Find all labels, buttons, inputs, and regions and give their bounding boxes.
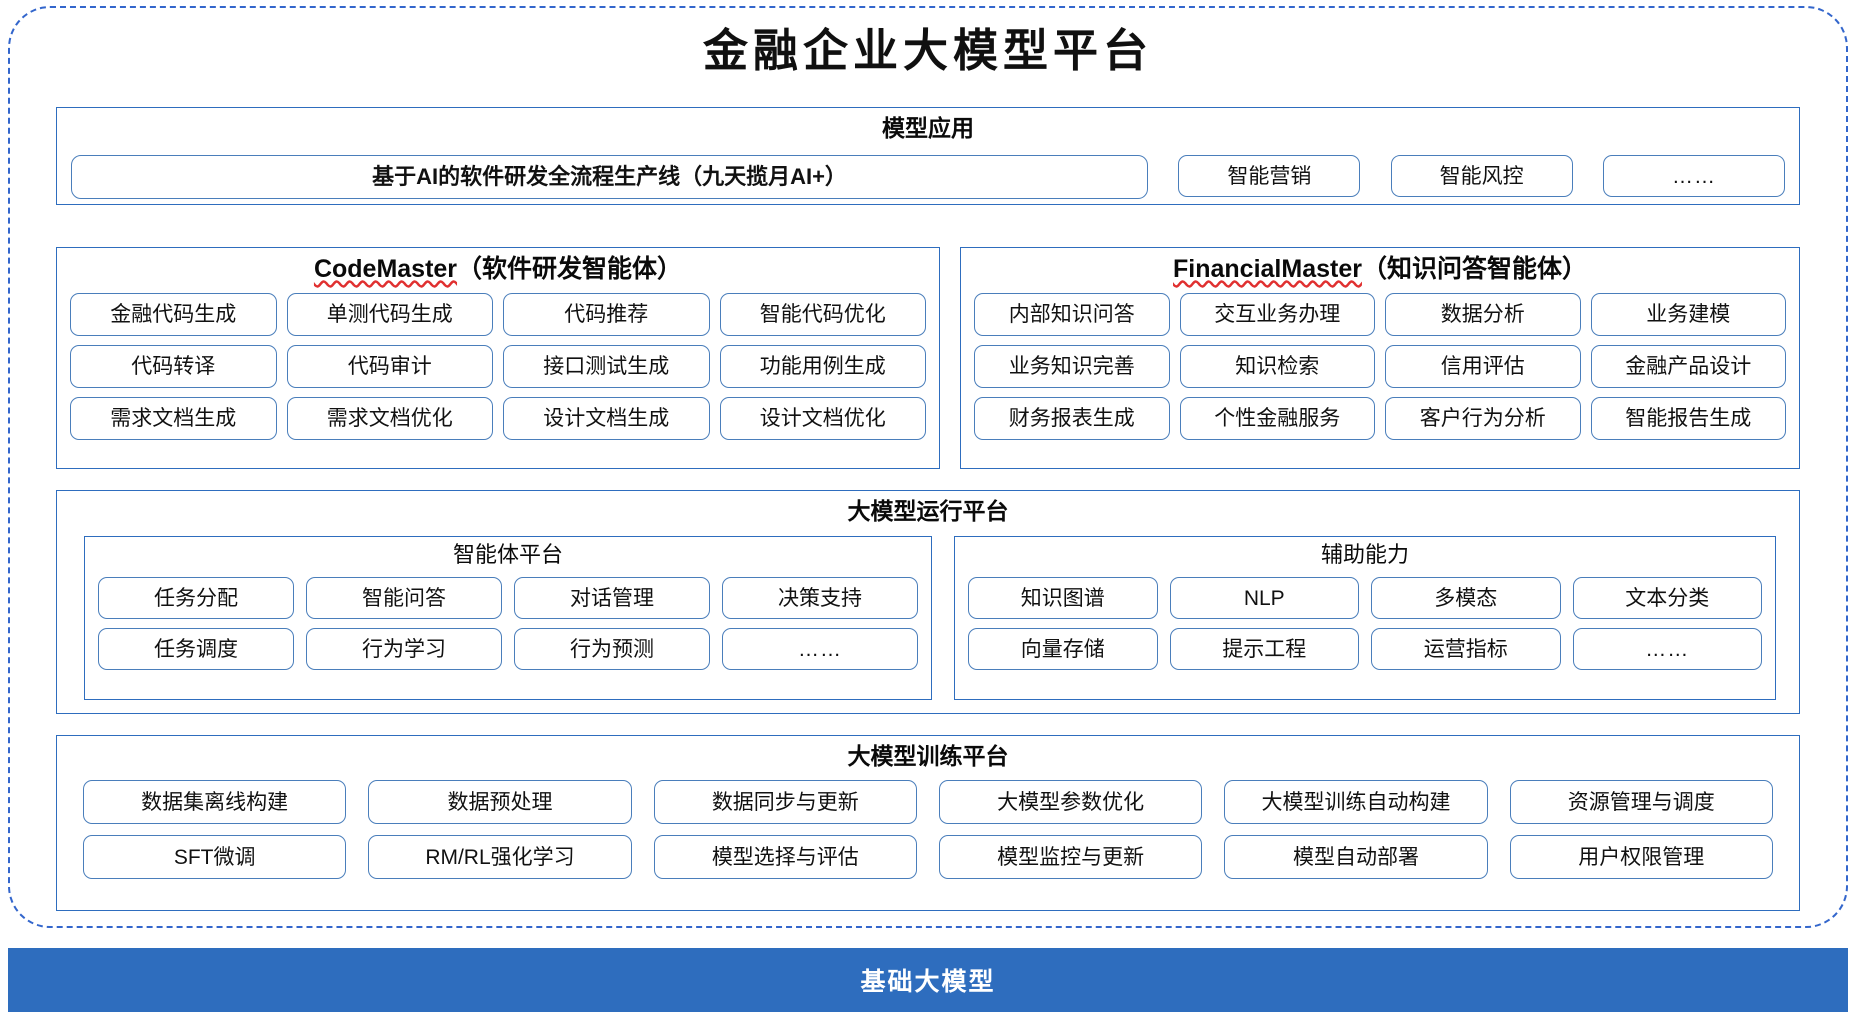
code-master-row-1: 金融代码生成 单测代码生成 代码推荐 智能代码优化 <box>70 293 926 336</box>
chip-model-auto-deploy[interactable]: 模型自动部署 <box>1224 835 1488 879</box>
app-chip-ai-rd-pipeline[interactable]: 基于AI的软件研发全流程生产线（九天揽月AI+） <box>71 155 1148 199</box>
code-master-grid: 金融代码生成 单测代码生成 代码推荐 智能代码优化 代码转译 代码审计 接口测试… <box>70 293 926 440</box>
app-chip-smart-marketing[interactable]: 智能营销 <box>1178 155 1361 197</box>
chip-api-test-gen[interactable]: 接口测试生成 <box>503 345 710 388</box>
chip-financial-code-gen[interactable]: 金融代码生成 <box>70 293 277 336</box>
section-title-financial-master: FinancialMaster（知识问答智能体） <box>961 255 1799 284</box>
chip-smart-qa[interactable]: 智能问答 <box>306 577 502 619</box>
chip-code-recommendation[interactable]: 代码推荐 <box>503 293 710 336</box>
chip-dataset-offline-build[interactable]: 数据集离线构建 <box>83 780 347 824</box>
financial-master-row-2: 业务知识完善 知识检索 信用评估 金融产品设计 <box>974 345 1786 388</box>
chip-knowledge-graph[interactable]: 知识图谱 <box>968 577 1158 619</box>
chip-agent-platform-more[interactable]: …… <box>722 628 918 670</box>
chip-behavior-prediction[interactable]: 行为预测 <box>514 628 710 670</box>
chip-nlp[interactable]: NLP <box>1169 577 1359 619</box>
code-master-suffix: （软件研发智能体） <box>457 255 683 283</box>
page-title: 金融企业大模型平台 <box>702 24 1153 77</box>
chip-task-allocation[interactable]: 任务分配 <box>98 577 294 619</box>
chip-data-sync-update[interactable]: 数据同步与更新 <box>653 780 917 824</box>
chip-smart-code-optimization[interactable]: 智能代码优化 <box>719 293 926 336</box>
chip-design-doc-opt[interactable]: 设计文档优化 <box>719 397 926 440</box>
section-runtime-platform: 大模型运行平台 智能体平台 任务分配 智能问答 对话管理 决策支持 任务调度 行… <box>56 490 1800 714</box>
agent-platform-row-1: 任务分配 智能问答 对话管理 决策支持 <box>98 577 918 619</box>
chip-resource-management-scheduling[interactable]: 资源管理与调度 <box>1509 780 1773 824</box>
chip-code-audit[interactable]: 代码审计 <box>286 345 493 388</box>
chip-user-permission-management[interactable]: 用户权限管理 <box>1509 835 1773 879</box>
section-model-applications: 模型应用 基于AI的软件研发全流程生产线（九天揽月AI+） 智能营销 智能风控 … <box>56 107 1800 205</box>
section-financial-master: FinancialMaster（知识问答智能体） 内部知识问答 交互业务办理 数… <box>960 247 1800 469</box>
financial-master-row-3: 财务报表生成 个性金融服务 客户行为分析 智能报告生成 <box>974 397 1786 440</box>
chip-customer-behavior-analysis[interactable]: 客户行为分析 <box>1385 397 1581 440</box>
section-training-platform: 大模型训练平台 数据集离线构建 数据预处理 数据同步与更新 大模型参数优化 大模… <box>56 735 1800 911</box>
chip-prompt-engineering[interactable]: 提示工程 <box>1169 628 1359 670</box>
financial-master-name: FinancialMaster <box>1173 255 1362 283</box>
chip-model-selection-evaluation[interactable]: 模型选择与评估 <box>653 835 917 879</box>
subsection-title-agent-platform: 智能体平台 <box>452 542 563 567</box>
agent-platform-grid: 任务分配 智能问答 对话管理 决策支持 任务调度 行为学习 行为预测 …… <box>98 577 918 670</box>
chip-operation-metrics[interactable]: 运营指标 <box>1371 628 1561 670</box>
chip-requirement-doc-opt[interactable]: 需求文档优化 <box>286 397 493 440</box>
chip-rm-rl-reinforcement[interactable]: RM/RL强化学习 <box>368 835 632 879</box>
chip-financial-product-design[interactable]: 金融产品设计 <box>1590 345 1786 388</box>
chip-data-analysis[interactable]: 数据分析 <box>1385 293 1581 336</box>
section-title-code-master: CodeMaster（软件研发智能体） <box>57 255 939 284</box>
chip-vector-store[interactable]: 向量存储 <box>968 628 1158 670</box>
chip-behavior-learning[interactable]: 行为学习 <box>306 628 502 670</box>
chip-model-param-optimization[interactable]: 大模型参数优化 <box>938 780 1203 824</box>
aux-capability-grid: 知识图谱 NLP 多模态 文本分类 向量存储 提示工程 运营指标 …… <box>968 577 1762 670</box>
chip-requirement-doc-gen[interactable]: 需求文档生成 <box>70 397 277 440</box>
chip-knowledge-retrieval[interactable]: 知识检索 <box>1179 345 1375 388</box>
subsection-agent-platform: 智能体平台 任务分配 智能问答 对话管理 决策支持 任务调度 行为学习 行为预测… <box>84 536 932 700</box>
model-applications-chip-row: 基于AI的软件研发全流程生产线（九天揽月AI+） 智能营销 智能风控 …… <box>71 155 1785 199</box>
section-title-runtime-platform: 大模型运行平台 <box>847 498 1009 524</box>
chip-aux-capability-more[interactable]: …… <box>1572 628 1762 670</box>
base-model-label: 基础大模型 <box>860 968 996 996</box>
code-master-row-3: 需求文档生成 需求文档优化 设计文档生成 设计文档优化 <box>70 397 926 440</box>
financial-master-grid: 内部知识问答 交互业务办理 数据分析 业务建模 业务知识完善 知识检索 信用评估… <box>974 293 1786 440</box>
training-row-1: 数据集离线构建 数据预处理 数据同步与更新 大模型参数优化 大模型训练自动构建 … <box>83 780 1773 824</box>
app-chip-more[interactable]: …… <box>1602 155 1785 197</box>
chip-personalized-finance-service[interactable]: 个性金融服务 <box>1179 397 1375 440</box>
agent-platform-row-2: 任务调度 行为学习 行为预测 …… <box>98 628 918 670</box>
chip-text-classification[interactable]: 文本分类 <box>1572 577 1762 619</box>
section-code-master: CodeMaster（软件研发智能体） 金融代码生成 单测代码生成 代码推荐 智… <box>56 247 940 469</box>
subsection-title-aux-capability: 辅助能力 <box>1320 542 1409 567</box>
chip-task-scheduling[interactable]: 任务调度 <box>98 628 294 670</box>
training-row-2: SFT微调 RM/RL强化学习 模型选择与评估 模型监控与更新 模型自动部署 用… <box>83 835 1773 879</box>
code-master-row-2: 代码转译 代码审计 接口测试生成 功能用例生成 <box>70 345 926 388</box>
chip-functional-case-gen[interactable]: 功能用例生成 <box>719 345 926 388</box>
base-model-bar: 基础大模型 <box>8 948 1848 1012</box>
section-title-training-platform: 大模型训练平台 <box>847 743 1009 769</box>
chip-business-knowledge-improve[interactable]: 业务知识完善 <box>974 345 1170 388</box>
code-master-name: CodeMaster <box>313 255 458 283</box>
chip-internal-knowledge-qa[interactable]: 内部知识问答 <box>974 293 1170 336</box>
chip-credit-assessment[interactable]: 信用评估 <box>1385 345 1581 388</box>
app-chip-smart-risk-control[interactable]: 智能风控 <box>1390 155 1573 197</box>
chip-code-translation[interactable]: 代码转译 <box>70 345 277 388</box>
chip-financial-report-gen[interactable]: 财务报表生成 <box>974 397 1170 440</box>
chip-smart-report-gen[interactable]: 智能报告生成 <box>1590 397 1786 440</box>
chip-model-monitor-update[interactable]: 模型监控与更新 <box>938 835 1203 879</box>
financial-master-row-1: 内部知识问答 交互业务办理 数据分析 业务建模 <box>974 293 1786 336</box>
chip-multimodal[interactable]: 多模态 <box>1371 577 1561 619</box>
section-title-model-applications: 模型应用 <box>882 115 974 141</box>
chip-training-auto-build[interactable]: 大模型训练自动构建 <box>1224 780 1488 824</box>
chip-data-preprocessing[interactable]: 数据预处理 <box>368 780 632 824</box>
chip-unit-test-code-gen[interactable]: 单测代码生成 <box>286 293 493 336</box>
chip-decision-support[interactable]: 决策支持 <box>722 577 918 619</box>
aux-capability-row-1: 知识图谱 NLP 多模态 文本分类 <box>968 577 1762 619</box>
subsection-aux-capability: 辅助能力 知识图谱 NLP 多模态 文本分类 向量存储 提示工程 运营指标 …… <box>954 536 1776 700</box>
chip-sft-finetune[interactable]: SFT微调 <box>83 835 347 879</box>
chip-interactive-business[interactable]: 交互业务办理 <box>1179 293 1375 336</box>
training-platform-grid: 数据集离线构建 数据预处理 数据同步与更新 大模型参数优化 大模型训练自动构建 … <box>83 780 1773 879</box>
aux-capability-row-2: 向量存储 提示工程 运营指标 …… <box>968 628 1762 670</box>
chip-business-modeling[interactable]: 业务建模 <box>1590 293 1786 336</box>
financial-master-suffix: （知识问答智能体） <box>1361 255 1587 283</box>
chip-design-doc-gen[interactable]: 设计文档生成 <box>503 397 710 440</box>
chip-dialogue-management[interactable]: 对话管理 <box>514 577 710 619</box>
